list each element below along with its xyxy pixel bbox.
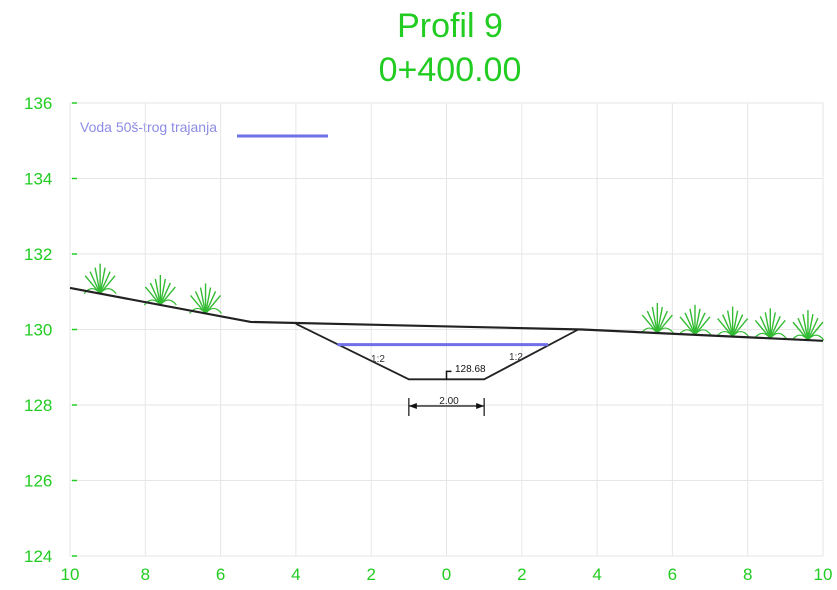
terrain-line (69, 286, 824, 342)
left-slope-label: 1:2 (371, 354, 385, 365)
annotations: 1:2 1:2 128.68 2.00 (371, 352, 523, 416)
x-tick-label: 2 (517, 565, 526, 584)
y-tick-label: 124 (24, 547, 52, 566)
profile-title: Profil 9 (397, 7, 503, 45)
bottom-elevation-label: 128.68 (455, 364, 486, 375)
shrub-icon (143, 274, 177, 306)
x-tick-label: 10 (814, 565, 833, 584)
vegetation (83, 263, 825, 342)
x-tick-label: 6 (216, 565, 225, 584)
x-tick-label: 10 (61, 565, 80, 584)
arrow-left-icon (408, 403, 417, 409)
y-tick-label: 136 (24, 94, 52, 113)
grid (69, 102, 824, 557)
shrub-icon (791, 310, 825, 342)
x-tick-label: 4 (291, 565, 300, 584)
arrow-right-icon (476, 403, 485, 409)
channel-line (295, 323, 579, 381)
elevation-marker-icon (445, 370, 452, 380)
x-tick-label: 2 (366, 565, 375, 584)
axes: 124 126 128 130 132 134 136 10 8 6 4 2 0 2 4 6 8 10 (24, 94, 832, 584)
shrub-icon (640, 303, 674, 334)
x-tick-label: 6 (668, 565, 677, 584)
y-tick-label: 128 (24, 396, 52, 415)
bottom-width-label: 2.00 (439, 396, 459, 407)
x-tick-label: 8 (743, 565, 752, 584)
shrub-icon (716, 306, 750, 338)
legend-label: Voda 50š-trog trajanja (80, 119, 217, 135)
x-tick-label: 8 (141, 565, 150, 584)
y-tick-label: 132 (24, 245, 52, 264)
shrub-icon (753, 308, 787, 340)
shrub-icon (83, 263, 117, 295)
station-label: 0+400.00 (378, 51, 522, 89)
right-slope-label: 1:2 (509, 352, 523, 363)
x-tick-label: 0 (442, 565, 451, 584)
y-tick-label: 126 (24, 472, 52, 491)
x-tick-label: 4 (592, 565, 601, 584)
y-tick-label: 130 (24, 321, 52, 340)
shrub-icon (678, 304, 712, 336)
y-tick-label: 134 (24, 170, 52, 189)
shrub-icon (189, 283, 223, 315)
